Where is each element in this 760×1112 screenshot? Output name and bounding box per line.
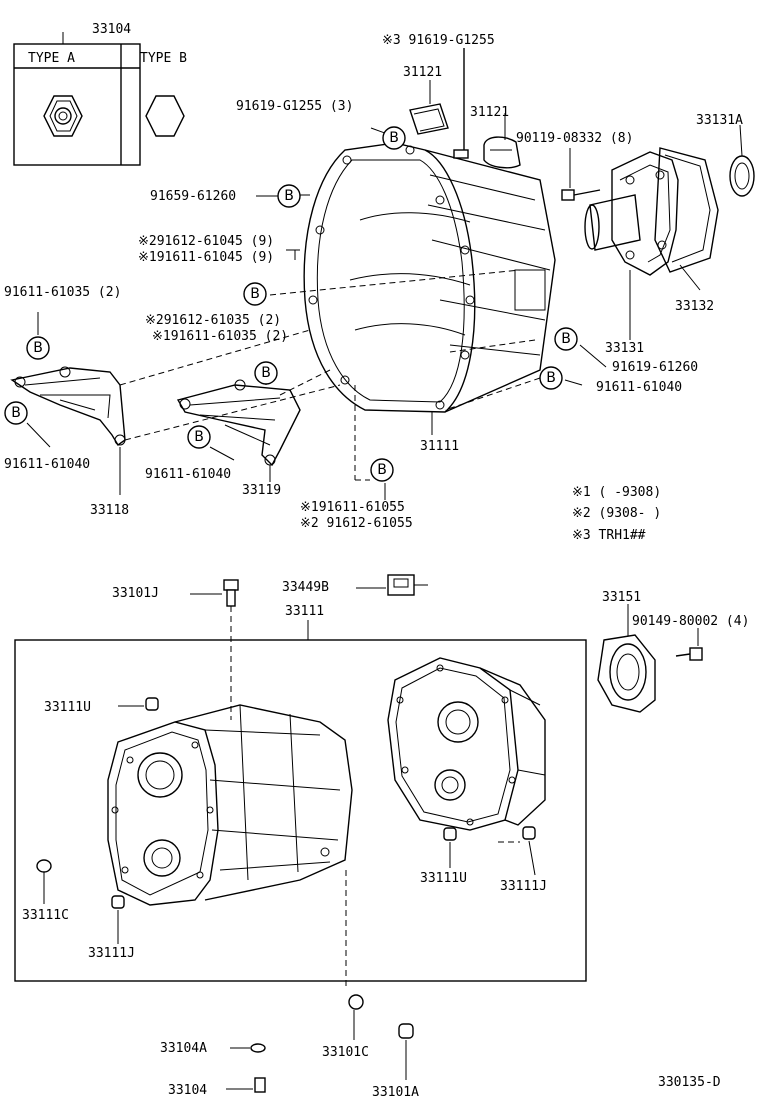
- bubble-b-3: B: [243, 282, 267, 306]
- svg-text:B: B: [389, 130, 399, 146]
- bubble-b-1: B: [382, 126, 406, 150]
- label-33111j-right: 33111J: [500, 879, 547, 894]
- plug-31121-a: [409, 103, 449, 135]
- washer-33104a: [230, 1043, 266, 1053]
- connector-33449b: [356, 574, 428, 596]
- gasket-33132: [654, 147, 719, 273]
- label-33104-bottom: 33104: [168, 1083, 207, 1098]
- pin-33111u-left: [118, 697, 159, 711]
- bolt-91619-g1255-icon: [453, 48, 469, 159]
- label-91611-61040-mid: 91611-61040: [145, 467, 231, 482]
- pin-33111c: [36, 859, 52, 904]
- svg-text:B: B: [194, 429, 204, 445]
- type-a-label: TYPE A: [28, 51, 75, 66]
- note-2: ※2 (9308- ): [572, 506, 661, 521]
- label-91659: 91659-61260: [150, 189, 236, 204]
- label-n2-91612-9: ※291612-61045 (9): [138, 234, 274, 249]
- label-90149: 90149-80002 (4): [632, 614, 749, 629]
- label-91619-g1255-3: 91619-G1255 (3): [236, 99, 353, 114]
- plug-31121-b: [483, 136, 521, 169]
- label-91611-61040-right: 91611-61040: [596, 380, 682, 395]
- svg-text:B: B: [561, 331, 571, 347]
- label-90119: 90119-08332 (8): [516, 131, 633, 146]
- label-33111u-right: 33111U: [420, 871, 467, 886]
- pin-33111u-right: [443, 827, 457, 868]
- label-33111c: 33111C: [22, 908, 69, 923]
- label-n1-91611-9: ※191611-61045 (9): [138, 250, 274, 265]
- type-b-label: TYPE B: [140, 51, 187, 66]
- type-a-nut-icon: [43, 95, 83, 137]
- label-33104a: 33104A: [160, 1041, 207, 1056]
- label-33111j-left: 33111J: [88, 946, 135, 961]
- bubble-b-6: B: [4, 401, 28, 425]
- svg-text:B: B: [261, 365, 271, 381]
- label-33151: 33151: [602, 590, 641, 605]
- label-31111: 31111: [420, 439, 459, 454]
- pin-33111j-right: [498, 826, 536, 876]
- bubble-b-9: B: [539, 366, 563, 390]
- label-33101j: 33101J: [112, 586, 159, 601]
- label-33119: 33119: [242, 483, 281, 498]
- bracket-33118: [10, 366, 126, 447]
- svg-text:B: B: [377, 462, 387, 478]
- type-b-plug-icon: [145, 95, 185, 137]
- label-33111u-left: 33111U: [44, 700, 91, 715]
- svg-text:B: B: [33, 340, 43, 356]
- bubble-b-4: B: [26, 336, 50, 360]
- label-31121-a: 31121: [403, 65, 442, 80]
- label-n1-91611-2: ※191611-61035 (2): [152, 329, 288, 344]
- label-31121-b: 31121: [470, 105, 509, 120]
- bubble-b-7: B: [187, 425, 211, 449]
- label-91619-61260: 91619-61260: [612, 360, 698, 375]
- label-33449b: 33449B: [282, 580, 329, 595]
- plug-33104-bottom: [226, 1077, 266, 1093]
- oil-seal-33131a: [729, 155, 755, 197]
- svg-text:B: B: [546, 370, 556, 386]
- leader-lines-upper: [26, 80, 743, 500]
- label-33131: 33131: [605, 341, 644, 356]
- label-33104-top: 33104: [92, 22, 131, 37]
- label-33111: 33111: [285, 604, 324, 619]
- clutch-housing-31111: [303, 142, 556, 413]
- svg-text:B: B: [250, 286, 260, 302]
- svg-text:B: B: [11, 405, 21, 421]
- label-n2-91612-2: ※291612-61035 (2): [145, 313, 281, 328]
- note-1: ※1 ( -9308): [572, 485, 661, 500]
- bubble-b-8: B: [554, 327, 578, 351]
- label-33131a: 33131A: [696, 113, 743, 128]
- transmission-case-33111: [107, 704, 353, 906]
- bearing-retainer-33151: [597, 604, 656, 713]
- label-n2-91612-61055: ※2 91612-61055: [300, 516, 413, 531]
- switch-33101c: [348, 994, 364, 1040]
- label-91611-61040-left: 91611-61040: [4, 457, 90, 472]
- bolt-90119-icon: [561, 148, 601, 201]
- label-33132: 33132: [675, 299, 714, 314]
- adapter-plate: [387, 657, 546, 831]
- switch-33101a: [398, 1023, 414, 1080]
- label-n3-91619: ※3 91619-G1255: [382, 33, 495, 48]
- label-n1-91611-61055: ※191611-61055: [300, 500, 405, 515]
- diagram-code: 330135-D: [658, 1075, 721, 1090]
- note-3: ※3 TRH1##: [572, 528, 646, 543]
- label-33118: 33118: [90, 503, 129, 518]
- label-91611-61035-2: 91611-61035 (2): [4, 285, 121, 300]
- switch-33101j: [190, 579, 239, 720]
- bubble-b-2: B: [277, 184, 301, 208]
- pin-33111j-left: [111, 895, 125, 944]
- label-33101a: 33101A: [372, 1085, 419, 1100]
- label-33101c: 33101C: [322, 1045, 369, 1060]
- transmission-case-box: [14, 639, 587, 982]
- bracket-33119: [176, 379, 301, 467]
- extension-housing-33131: [584, 151, 679, 276]
- svg-text:B: B: [284, 188, 294, 204]
- type-box: [13, 32, 185, 166]
- bolt-90149-icon: [675, 628, 703, 661]
- bubble-b-5: B: [254, 361, 278, 385]
- bubble-b-10: B: [370, 458, 394, 482]
